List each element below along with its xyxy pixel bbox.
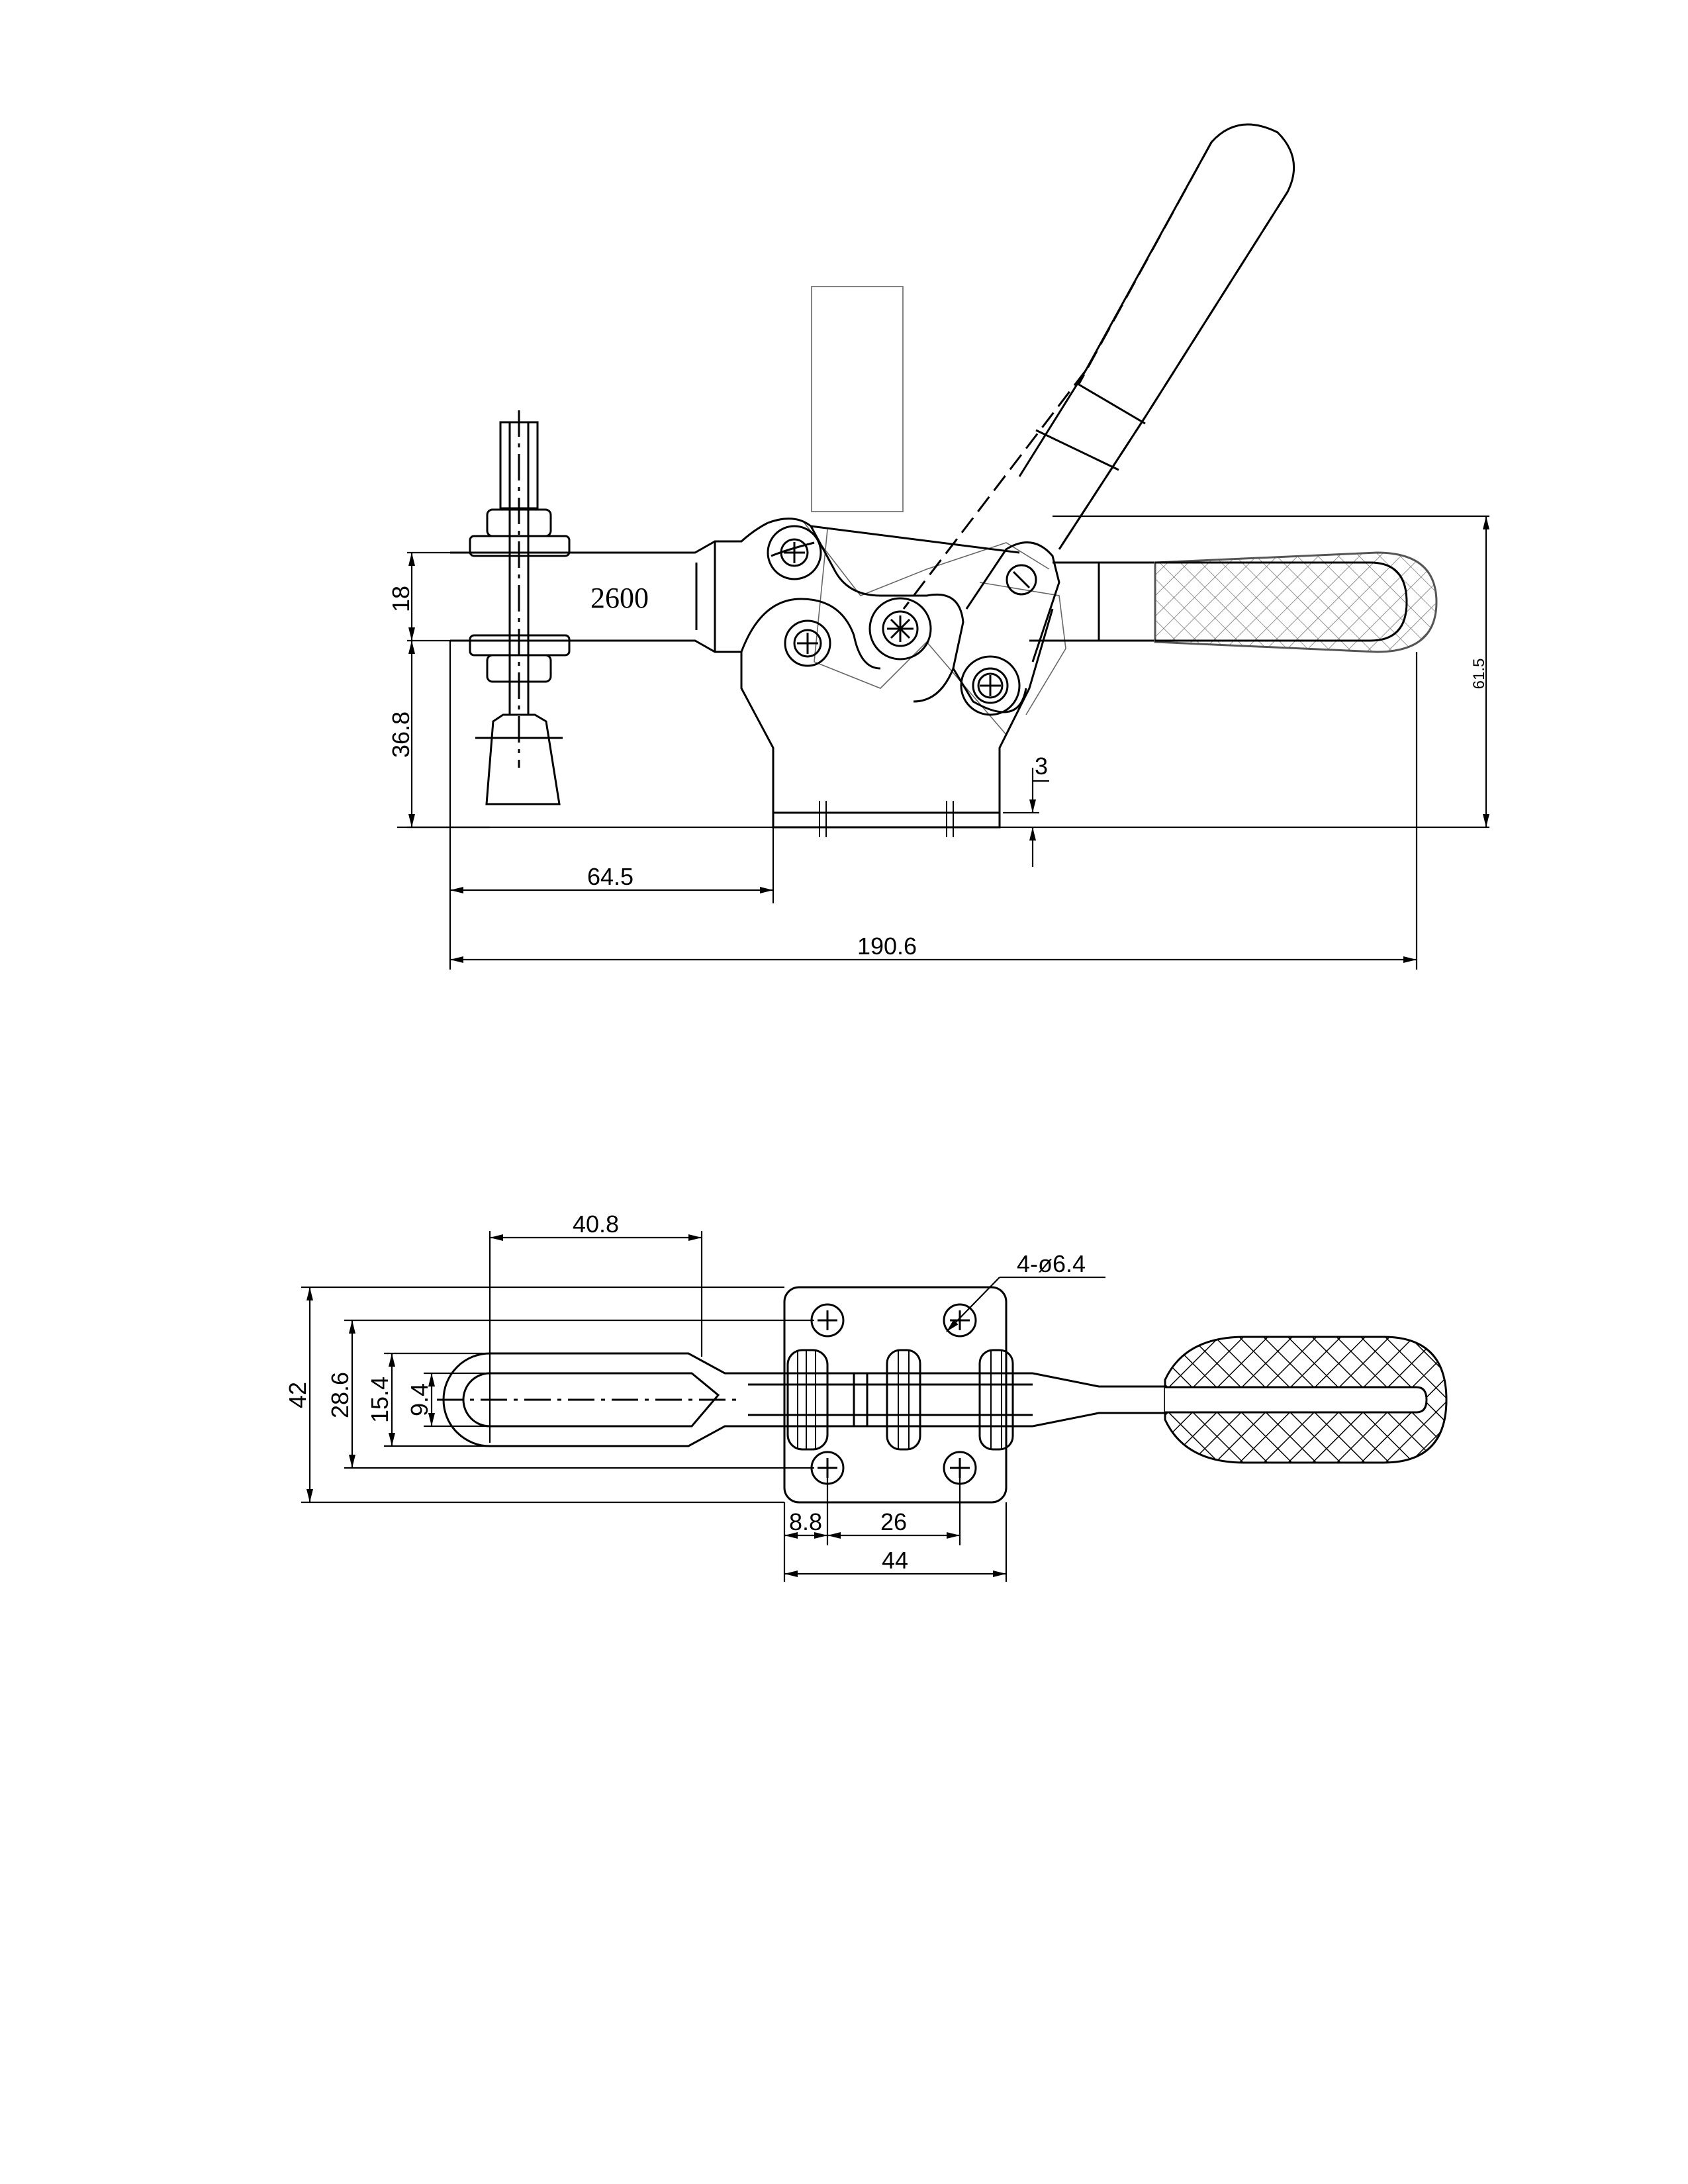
top-view: 40.8 4-ø6.4 42 28.6 15.4 9.4 8.8 26 44 bbox=[284, 1210, 1448, 1582]
dim-base-length: 44 bbox=[882, 1547, 908, 1574]
spindle bbox=[469, 410, 571, 805]
dim-total-height: 61.5 bbox=[1470, 659, 1488, 690]
dim-hole-note: 4-ø6.4 bbox=[1017, 1250, 1086, 1277]
open-position-phantom bbox=[804, 286, 1066, 735]
slotted-arm bbox=[437, 1352, 1033, 1447]
dim-spindle-height: 36.8 bbox=[387, 711, 414, 758]
dim-edge-to-hole: 8.8 bbox=[789, 1508, 822, 1535]
dim-hole-spacing-length: 26 bbox=[880, 1508, 907, 1535]
dim-arm-width: 15.4 bbox=[366, 1377, 393, 1423]
top-view-dimensions bbox=[301, 1231, 1105, 1582]
base-plate bbox=[783, 1286, 1008, 1504]
side-view-dimensions bbox=[397, 515, 1489, 970]
clamp-body bbox=[740, 598, 1054, 837]
mounting-holes bbox=[810, 1303, 977, 1485]
dim-slot-length: 40.8 bbox=[573, 1210, 619, 1238]
dim-base-thickness: 3 bbox=[1035, 752, 1048, 780]
linkage bbox=[767, 518, 1060, 713]
handle-open-position bbox=[902, 123, 1295, 610]
clamp-arm bbox=[450, 522, 769, 653]
dim-hole-spacing-width: 28.6 bbox=[326, 1372, 353, 1418]
pivot-pins bbox=[767, 525, 1037, 716]
dim-overall-length: 190.6 bbox=[857, 933, 917, 960]
side-view: 2600 bbox=[387, 123, 1489, 970]
dim-spindle-to-base: 64.5 bbox=[587, 863, 633, 890]
dim-base-width: 42 bbox=[284, 1382, 311, 1408]
part-marking: 2600 bbox=[590, 582, 649, 614]
pin-heads bbox=[786, 1349, 1014, 1451]
handle-top bbox=[1032, 1336, 1448, 1464]
dim-arm-thickness: 18 bbox=[387, 586, 414, 612]
dim-slot-width: 9.4 bbox=[406, 1383, 433, 1416]
handle-closed bbox=[1029, 551, 1438, 653]
